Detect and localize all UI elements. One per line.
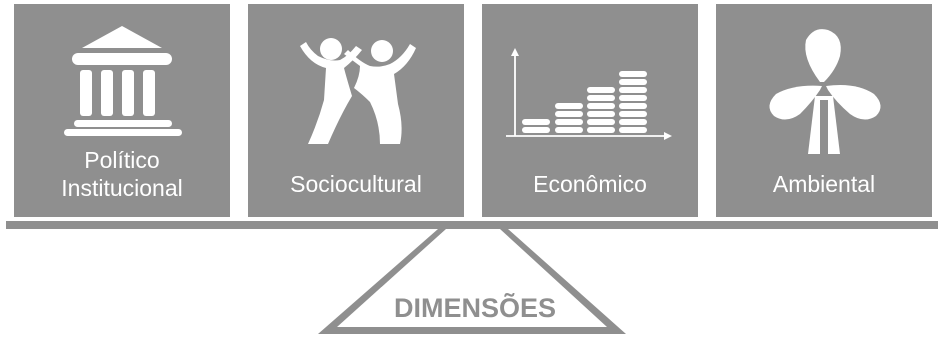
wind-turbine-icon <box>769 29 881 154</box>
dimension-box-ambiental: Ambiental <box>716 4 932 217</box>
dimension-label-politico: Político Institucional <box>14 146 230 202</box>
coin <box>619 119 647 125</box>
coin <box>619 71 647 77</box>
people-celebrating-icon <box>300 38 416 144</box>
dimension-label-economico: Econômico <box>482 170 698 198</box>
dimension-box-economico: Econômico <box>482 4 698 217</box>
coin <box>587 87 615 93</box>
coin <box>587 103 615 109</box>
dimension-label-ambiental: Ambiental <box>716 170 932 198</box>
coin <box>555 111 583 117</box>
government-building-icon <box>64 26 182 136</box>
coin <box>619 103 647 109</box>
coin <box>555 119 583 125</box>
coin <box>587 127 615 133</box>
base-label: DIMENSÕES <box>393 293 557 323</box>
dimension-box-sociocultural: Sociocultural <box>248 4 464 217</box>
balance-beam <box>6 221 938 229</box>
coin <box>587 119 615 125</box>
label-line: Sociocultural <box>290 171 422 197</box>
coin <box>587 111 615 117</box>
label-line: Ambiental <box>772 171 876 197</box>
coin <box>619 111 647 117</box>
coin <box>587 95 615 101</box>
coin <box>555 127 583 133</box>
coin <box>555 103 583 109</box>
coin <box>619 87 647 93</box>
label-line: Econômico <box>533 171 647 197</box>
coin <box>619 79 647 85</box>
dimension-box-politico: Político Institucional <box>14 4 230 217</box>
coin <box>522 119 550 125</box>
coin <box>619 95 647 101</box>
coin-stacks-chart-icon <box>506 48 672 140</box>
dimension-label-sociocultural: Sociocultural <box>248 170 464 198</box>
label-line: Político <box>84 147 160 173</box>
label-line: Institucional <box>61 175 183 201</box>
coin <box>522 127 550 133</box>
coin <box>619 127 647 133</box>
